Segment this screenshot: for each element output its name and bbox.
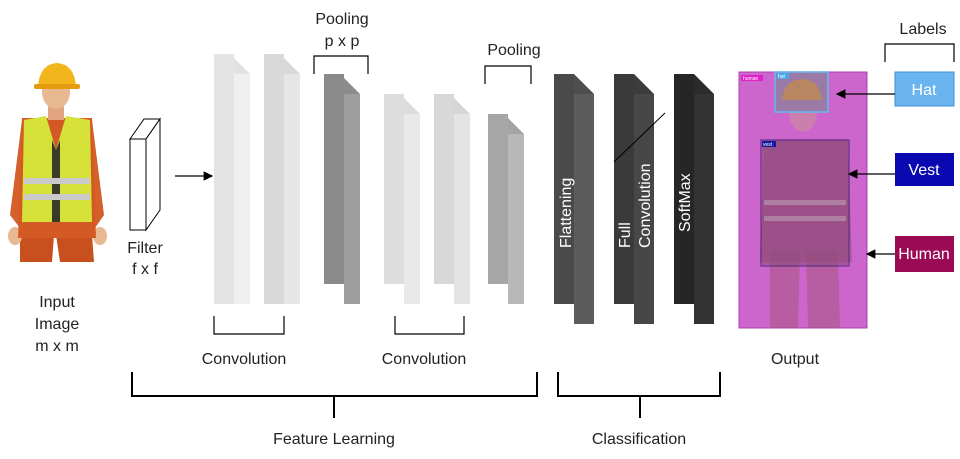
pooling-layer-1 [324, 74, 360, 304]
labels-bracket [884, 43, 955, 62]
convolution-1-label: Convolution [202, 351, 287, 368]
conv-layer-3 [384, 94, 420, 304]
full-convolution-label-line1: Full [617, 222, 634, 248]
full-convolution-block [614, 74, 654, 324]
input-label-line1: Input [39, 294, 75, 311]
feature-learning-label: Feature Learning [273, 431, 395, 448]
connector-line [613, 112, 666, 163]
softmax-label: SoftMax [677, 173, 694, 232]
pooling-1-label-line1: Pooling [315, 11, 368, 28]
labels-header: Labels [899, 21, 946, 38]
convolution-2-bracket [394, 316, 465, 335]
label-hat-box [894, 71, 955, 107]
pooling-1-bracket [313, 55, 369, 74]
label-human-text: Human [898, 246, 950, 263]
classification-label: Classification [592, 431, 686, 448]
conv-layer-1 [214, 54, 250, 304]
flattening-label: Flattening [558, 178, 575, 248]
full-convolution-label-line2: Convolution [637, 164, 654, 249]
human-tag [741, 75, 763, 81]
label-hat-text: Hat [912, 82, 937, 99]
conv-layer-4 [434, 94, 470, 304]
input-label-line3: m x m [35, 338, 79, 355]
label-human-box [895, 236, 954, 272]
input-worker-image [8, 63, 107, 262]
vest-tag [762, 141, 776, 147]
pooling-2-bracket [484, 65, 532, 84]
convolution-1-bracket [213, 316, 285, 335]
label-vest-box [895, 153, 954, 186]
conv-layer-2 [264, 54, 300, 304]
hat-tag [777, 73, 789, 79]
human-tag-text: human [743, 76, 759, 82]
classification-bracket [557, 372, 721, 418]
pooling-layer-2 [488, 114, 524, 304]
filter-label-line1: Filter [127, 240, 163, 257]
output-detection-image: human hat vest [738, 71, 868, 329]
label-vest-text: Vest [908, 162, 940, 179]
filter-block [129, 117, 161, 232]
pooling-2-label: Pooling [487, 42, 540, 59]
output-label: Output [771, 351, 820, 368]
feature-learning-bracket [131, 372, 538, 418]
convolution-2-label: Convolution [382, 351, 467, 368]
hat-tag-text: hat [778, 74, 786, 80]
filter-label-line2: f x f [132, 261, 158, 278]
softmax-block [674, 74, 714, 324]
input-label-line2: Image [35, 316, 80, 333]
pooling-1-label-line2: p x p [325, 33, 360, 50]
flattening-block [554, 74, 594, 324]
vest-tag-text: vest [763, 142, 773, 148]
